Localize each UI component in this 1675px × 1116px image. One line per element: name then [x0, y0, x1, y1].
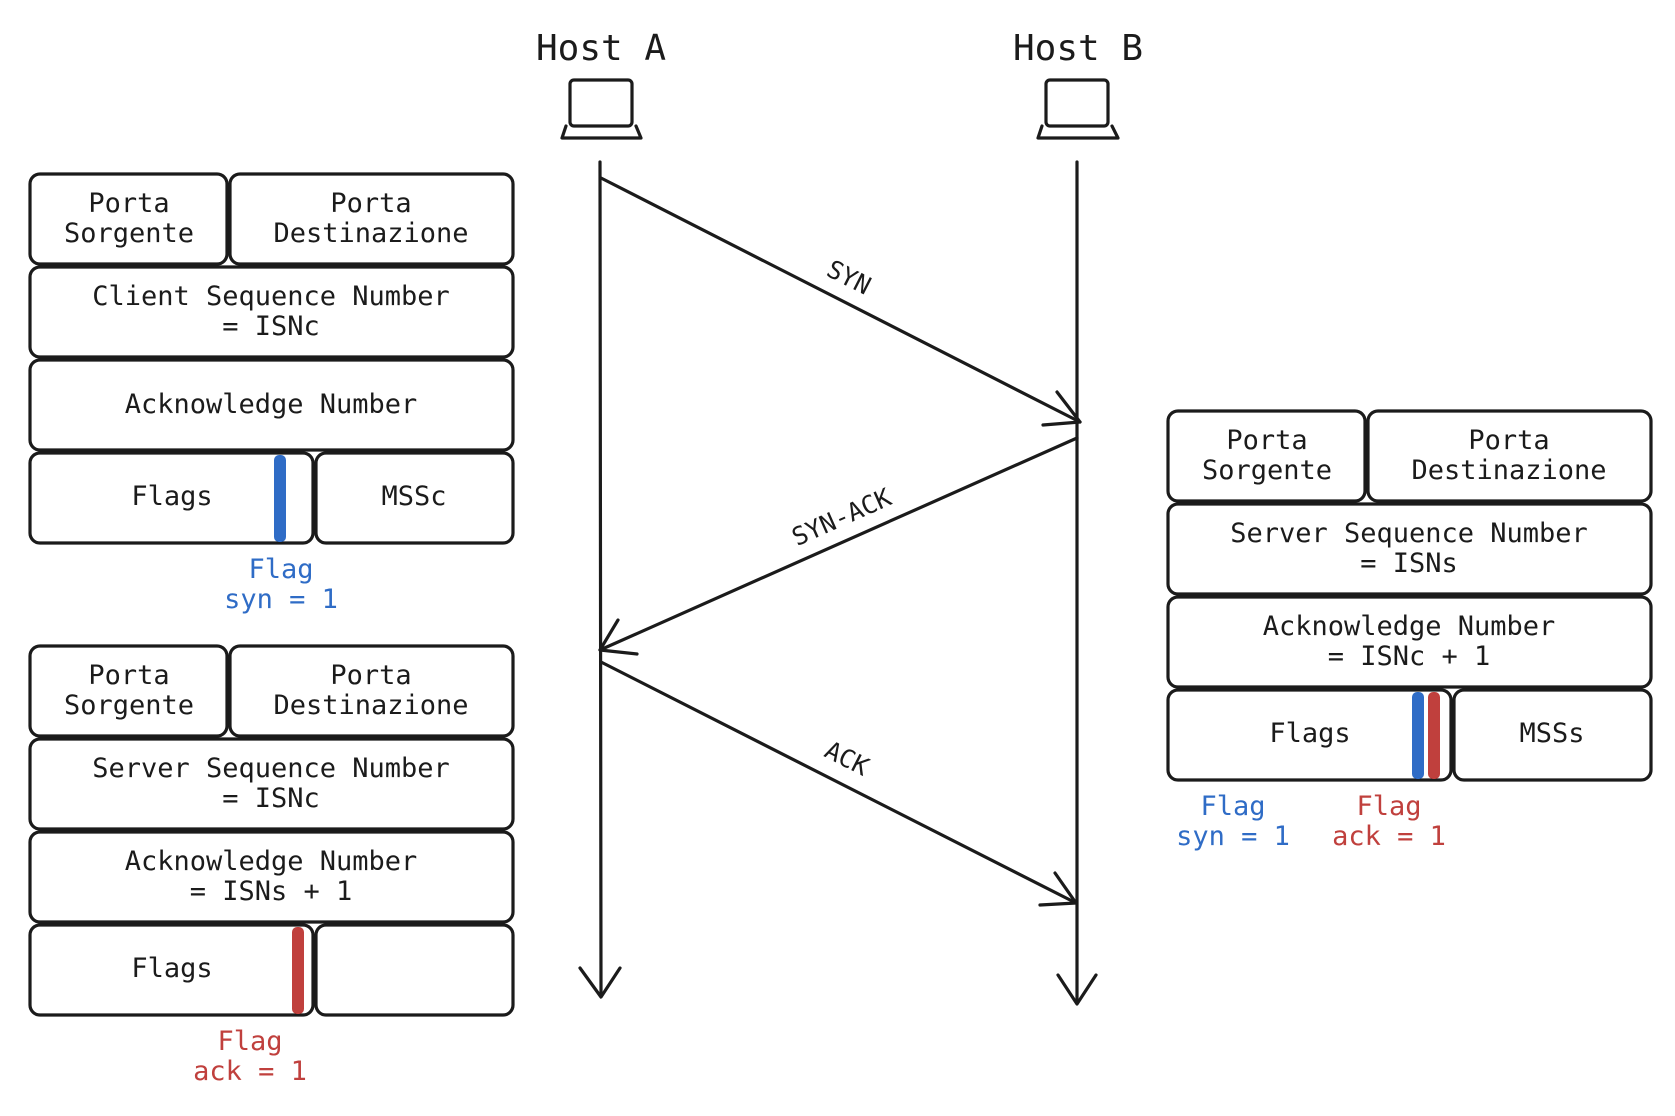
ack-label: ACK	[820, 735, 873, 781]
dest-port-label: Destinazione	[1411, 455, 1606, 486]
host-b-timeline	[1056, 160, 1098, 1006]
ack-number-label: Acknowledge Number	[1263, 611, 1556, 642]
source-port-label: Porta	[88, 660, 169, 691]
syn-flag-caption: syn = 1	[224, 584, 338, 615]
mss-label: MSSc	[381, 481, 446, 512]
ack-number-value: = ISNs + 1	[190, 876, 353, 907]
flags-cell	[28, 451, 315, 545]
ack-arrow	[599, 660, 1078, 907]
ack-flag-bit	[1428, 692, 1440, 779]
syn-segment: Porta Sorgente Porta Destinazione Client…	[28, 172, 515, 615]
source-port-cell	[28, 172, 229, 266]
dest-port-label: Destinazione	[273, 218, 468, 249]
flags-cell	[28, 923, 315, 1017]
host-a-timeline	[578, 160, 622, 999]
source-port-label: Sorgente	[1202, 455, 1332, 486]
sequence-number-label: Server Sequence Number	[92, 753, 450, 784]
syn-flag-bit	[1412, 692, 1424, 779]
sequence-number-label: Server Sequence Number	[1230, 518, 1588, 549]
ack-number-cell	[28, 358, 515, 452]
sequence-number-value: = ISNc	[222, 311, 320, 342]
syn-flag-caption: Flag	[248, 554, 313, 585]
sequence-number-label: Client Sequence Number	[92, 281, 450, 312]
flags-label: Flags	[1269, 718, 1350, 749]
mss-cell	[314, 451, 515, 545]
ack-flag-caption: Flag	[217, 1026, 282, 1057]
dest-port-cell	[228, 644, 515, 738]
laptop-icon	[1036, 78, 1120, 140]
ack-number-cell	[28, 830, 515, 924]
source-port-label: Sorgente	[64, 690, 194, 721]
sequence-number-cell	[28, 737, 515, 831]
sequence-number-value: = ISNs	[1360, 548, 1458, 579]
mss-label: MSSs	[1519, 718, 1584, 749]
dest-port-cell	[228, 172, 515, 266]
sequence-number-cell	[28, 265, 515, 359]
host-a-label: Host A	[536, 28, 666, 69]
ack-flag-bit	[292, 927, 304, 1014]
ack-number-value: = ISNc + 1	[1328, 641, 1491, 672]
syn-arrow	[599, 176, 1082, 427]
dest-port-cell	[1366, 409, 1653, 503]
sequence-number-cell	[1166, 502, 1653, 596]
ack-number-label: Acknowledge Number	[125, 846, 418, 877]
mss-cell	[1452, 688, 1653, 782]
source-port-label: Porta	[1226, 425, 1307, 456]
ack-flag-caption: ack = 1	[193, 1056, 307, 1087]
flags-label: Flags	[131, 953, 212, 984]
ack-flag-caption: Flag	[1356, 791, 1421, 822]
dest-port-label: Porta	[330, 188, 411, 219]
syn-flag-caption: syn = 1	[1176, 821, 1290, 852]
source-port-cell	[1166, 409, 1367, 503]
ack-segment: Porta Sorgente Porta Destinazione Server…	[28, 644, 515, 1087]
flags-cell	[1166, 688, 1453, 782]
sequence-number-value: = ISNc	[222, 783, 320, 814]
syn-ack-segment: Porta Sorgente Porta Destinazione Server…	[1166, 409, 1653, 852]
empty-options-cell	[314, 923, 515, 1017]
syn-flag-caption: Flag	[1200, 791, 1265, 822]
ack-number-label: Acknowledge Number	[125, 389, 418, 420]
dest-port-label: Porta	[330, 660, 411, 691]
laptop-icon	[560, 78, 643, 140]
source-port-label: Porta	[88, 188, 169, 219]
host-b-label: Host B	[1013, 28, 1143, 69]
syn-ack-arrow	[598, 436, 1079, 656]
ack-flag-caption: ack = 1	[1332, 821, 1446, 852]
syn-flag-bit	[274, 455, 286, 542]
source-port-cell	[28, 644, 229, 738]
dest-port-label: Destinazione	[273, 690, 468, 721]
source-port-label: Sorgente	[64, 218, 194, 249]
dest-port-label: Porta	[1468, 425, 1549, 456]
flags-label: Flags	[131, 481, 212, 512]
ack-number-cell	[1166, 595, 1653, 689]
